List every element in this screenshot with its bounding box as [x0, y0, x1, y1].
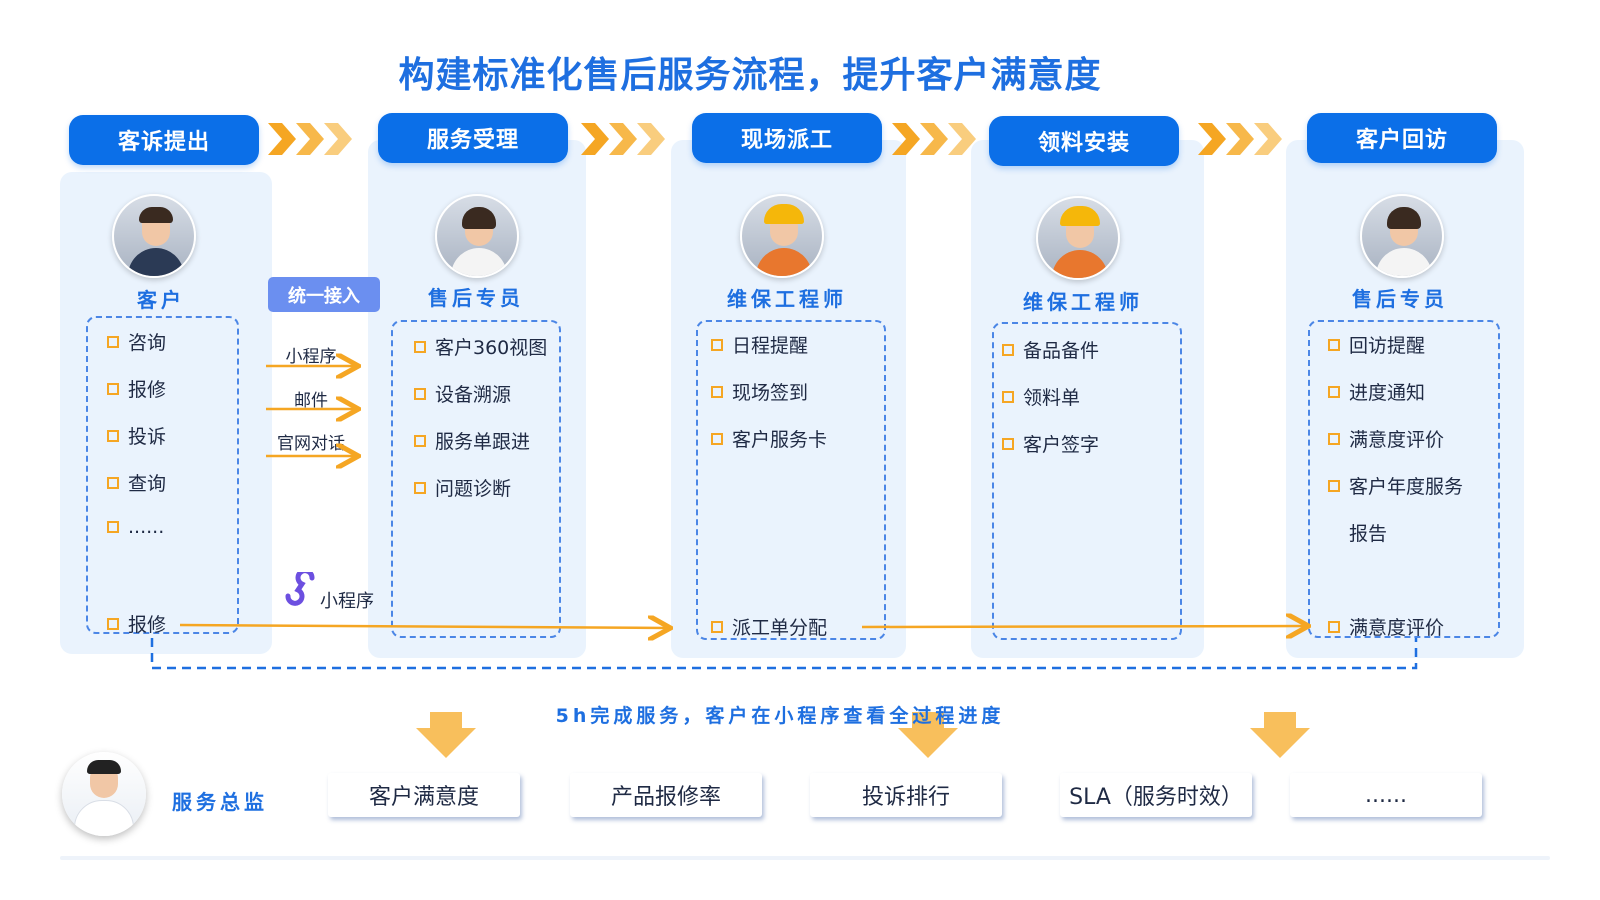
- metric-card: 投诉排行: [810, 773, 1002, 817]
- list-item: 服务单跟进: [414, 427, 530, 454]
- list-item: 进度通知: [1328, 378, 1425, 405]
- list-item: 派工单分配: [711, 613, 827, 640]
- acceptance-items-box: [391, 320, 561, 638]
- complaint-items-box: [86, 316, 239, 634]
- chevron-arrows-icon: [892, 123, 976, 155]
- list-item: 查询: [107, 469, 166, 496]
- mini-program-icon: [285, 572, 315, 606]
- list-item: 报修: [107, 375, 166, 402]
- chevron-arrows-icon: [268, 123, 352, 155]
- service-agent-avatar: [1360, 194, 1444, 278]
- divider: [60, 856, 1550, 860]
- supervisor-label: 服务总监: [172, 790, 268, 814]
- list-item: 设备溯源: [414, 380, 511, 407]
- metric-card: 产品报修率: [570, 773, 762, 817]
- metric-card: 客户满意度: [328, 773, 520, 817]
- list-item: 备品备件: [1002, 336, 1099, 363]
- customer-avatar: [112, 194, 196, 278]
- revisit-items-box: [1308, 320, 1500, 638]
- unified-access-tag: 统一接入: [268, 277, 380, 312]
- list-item: 报修: [107, 610, 166, 637]
- channel-label: 邮件: [294, 391, 328, 411]
- role-engineer: 维保工程师: [1023, 290, 1143, 314]
- list-item: 客户服务卡: [711, 425, 827, 452]
- role-service-agent: 售后专员: [1352, 287, 1448, 311]
- step-complaint: 客诉提出: [69, 115, 259, 165]
- list-item: 投诉: [107, 422, 166, 449]
- supervisor-avatar: [62, 752, 146, 836]
- chevron-arrows-icon: [581, 123, 665, 155]
- role-engineer: 维保工程师: [727, 287, 847, 311]
- list-item: 报告: [1349, 523, 1388, 545]
- list-item: 现场签到: [711, 378, 808, 405]
- list-item: 日程提醒: [711, 331, 808, 358]
- step-install: 领料安装: [989, 116, 1179, 166]
- dispatch-items-box: [696, 320, 886, 640]
- list-item: 客户360视图: [414, 333, 547, 360]
- engineer-avatar: [740, 194, 824, 278]
- list-item: 咨询: [107, 328, 166, 355]
- engineer-avatar: [1036, 196, 1120, 280]
- list-item: ......: [107, 516, 164, 538]
- process-caption: 5h完成服务，客户在小程序查看全过程进度: [555, 705, 1005, 727]
- role-service-agent: 售后专员: [428, 286, 524, 310]
- step-dispatch: 现场派工: [692, 113, 882, 163]
- metric-card: SLA（服务时效）: [1060, 773, 1252, 817]
- list-item: 回访提醒: [1328, 331, 1425, 358]
- step-acceptance: 服务受理: [378, 113, 568, 163]
- list-item: 客户年度服务: [1328, 472, 1463, 499]
- channel-label: 小程序: [285, 347, 337, 367]
- step-revisit: 客户回访: [1307, 113, 1497, 163]
- page-title: 构建标准化售后服务流程，提升客户满意度: [398, 55, 1102, 96]
- mini-program-label: 小程序: [320, 591, 374, 612]
- role-customer: 客户: [137, 288, 185, 312]
- list-item: 问题诊断: [414, 474, 511, 501]
- list-item: 客户签字: [1002, 430, 1099, 457]
- metric-card: ......: [1290, 773, 1482, 817]
- channel-label: 官网对话: [277, 434, 345, 454]
- list-item: 满意度评价: [1328, 613, 1444, 640]
- list-item: 领料单: [1002, 383, 1080, 410]
- list-item: 满意度评价: [1328, 425, 1444, 452]
- chevron-arrows-icon: [1198, 123, 1282, 155]
- install-items-box: [992, 322, 1182, 640]
- service-agent-avatar: [435, 194, 519, 278]
